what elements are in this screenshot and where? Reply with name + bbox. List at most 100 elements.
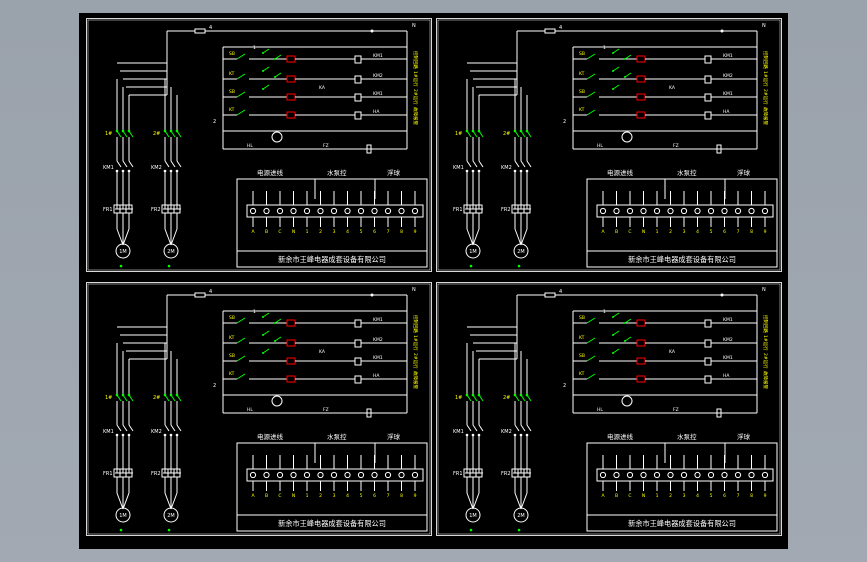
section-float-label: 浮球 — [387, 168, 401, 177]
terminal-label: N — [642, 493, 645, 499]
transformer-symbol — [621, 131, 633, 143]
coil-symbol — [704, 375, 712, 384]
contactor-label: KM2 — [501, 165, 512, 171]
contactor-contact — [526, 160, 532, 168]
terminal-screw — [303, 207, 311, 215]
aux-contact — [262, 312, 270, 318]
aux-contact — [262, 84, 270, 90]
terminal-screw — [626, 471, 634, 479]
switch-contact — [586, 373, 596, 380]
contactor-terminal — [525, 169, 529, 173]
terminal-label: 8 — [400, 229, 403, 235]
terminal-label: 1 — [306, 493, 309, 499]
terminal-label: 3 — [333, 493, 336, 499]
terminal-screw — [249, 471, 257, 479]
motor-label: 1M — [469, 249, 477, 255]
fuse-symbol — [544, 28, 556, 34]
coil-label: HA — [723, 109, 730, 115]
coil-symbol — [354, 319, 362, 328]
wire — [514, 492, 522, 510]
relay-contact — [636, 75, 646, 83]
terminal-screw — [613, 471, 620, 479]
coil-symbol — [354, 357, 362, 366]
terminal-screw — [761, 471, 769, 479]
aux-terminal — [262, 352, 264, 354]
motor-label: 2M — [167, 249, 175, 255]
terminal-label: 7 — [387, 493, 390, 499]
coil-label: HA — [723, 373, 730, 379]
wire — [472, 492, 480, 510]
terminal-label: B — [265, 229, 268, 235]
terminal-screw — [694, 471, 701, 479]
terminal-screw — [317, 207, 324, 215]
contactor-contact — [128, 160, 134, 168]
contactor-contact — [514, 160, 520, 168]
coil-symbol — [704, 75, 712, 84]
section-float-label: 浮球 — [737, 432, 751, 441]
terminal-screw — [290, 471, 297, 479]
aux-terminal — [262, 88, 264, 90]
terminal-screw — [344, 471, 351, 479]
wire — [170, 228, 178, 246]
motor-label: 1M — [119, 249, 127, 255]
contactor-contact — [170, 160, 176, 168]
wire — [520, 228, 528, 246]
breaker-label: 2# — [503, 131, 510, 137]
contactor-terminal — [121, 169, 125, 173]
contact-label: SB — [579, 315, 585, 321]
contactor-contact — [514, 424, 520, 432]
coil-symbol — [354, 55, 362, 64]
terminal-screw — [721, 471, 728, 479]
coil-symbol — [704, 357, 712, 366]
coil-symbol — [704, 111, 712, 120]
transformer-symbol — [271, 131, 283, 143]
contactor-terminal — [471, 433, 475, 437]
terminal-screw — [599, 471, 607, 479]
terminal-label: B — [615, 229, 618, 235]
contactor-contact — [520, 160, 526, 168]
terminal-label: 1 — [656, 229, 659, 235]
ground-mark — [469, 528, 473, 532]
relay-cluster: 1KA — [603, 45, 676, 91]
breaker-label: 2# — [153, 131, 160, 137]
motor-symbol — [115, 243, 131, 259]
aux-contact — [612, 48, 620, 54]
contactor-contact — [478, 160, 484, 168]
lamp-label: HL — [597, 407, 603, 413]
ground-mark — [119, 264, 123, 268]
coil-symbol — [704, 319, 712, 328]
rung-function-label: 2#运行 — [412, 353, 419, 369]
coil-label: KM1 — [373, 355, 383, 361]
section-float-label: 浮球 — [737, 168, 751, 177]
terminal-label: B — [265, 493, 268, 499]
node-label: 1 — [603, 45, 606, 51]
section-pump-label: 水泵控 — [677, 432, 697, 441]
aux-contact — [262, 348, 270, 354]
contact-label: KT — [229, 107, 235, 113]
terminal-label: 6 — [373, 229, 376, 235]
company-name: 新余市王峰电器成套设备有限公司 — [278, 255, 386, 264]
terminal-screw — [303, 471, 311, 479]
relay-contact — [636, 93, 646, 101]
terminal-screw — [680, 207, 688, 215]
terminal-label: C — [628, 229, 631, 235]
control-circuit: NKM1SBKM2KTKM1SBHAKT控制回路1#运行2#运行故障报警1KAH… — [213, 287, 419, 418]
terminal-strip — [246, 204, 424, 218]
wire — [116, 228, 124, 246]
terminal-label: 3 — [683, 493, 686, 499]
contactor-terminal — [121, 433, 125, 437]
terminal-strip — [246, 468, 424, 482]
coil-symbol — [704, 93, 712, 102]
breaker-terminal — [175, 393, 179, 397]
relay-contact — [286, 357, 296, 365]
thermal-relay-label: FR1 — [453, 207, 463, 213]
relay-contact — [286, 319, 296, 327]
